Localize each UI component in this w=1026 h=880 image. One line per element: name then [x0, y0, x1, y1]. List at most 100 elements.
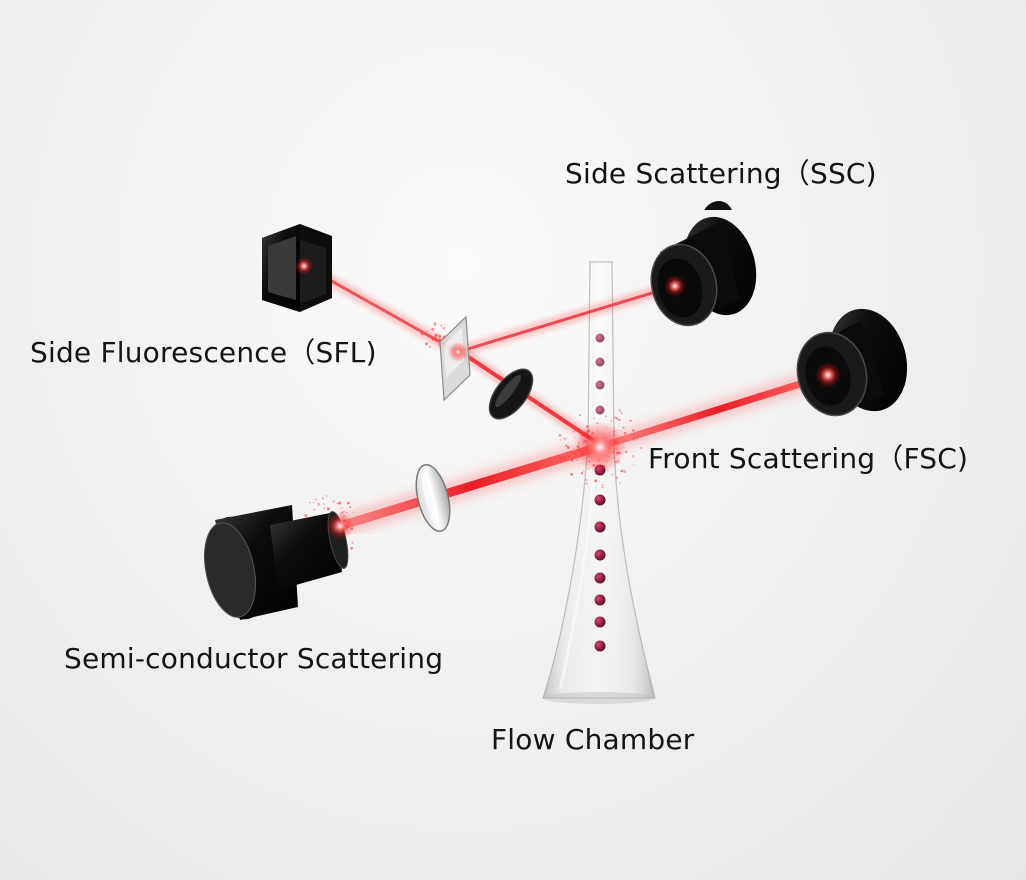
scatter-particle	[618, 482, 621, 485]
scatter-particle	[570, 458, 574, 462]
scatter-particle	[559, 439, 562, 441]
scatter-particle	[620, 470, 623, 473]
scatter-particle	[431, 327, 435, 331]
scatter-particle	[579, 414, 581, 417]
cell	[594, 549, 606, 561]
scatter-particle	[353, 511, 355, 513]
scatter-particle	[620, 429, 622, 432]
scatter-particle	[435, 333, 438, 337]
cell	[594, 521, 606, 533]
scatter-particle	[313, 508, 315, 511]
cell	[594, 494, 606, 506]
focusing-lens	[415, 464, 451, 532]
intersection-flare	[574, 421, 626, 473]
scatter-particle	[626, 439, 629, 442]
scatter-particle	[562, 456, 565, 459]
cell	[594, 594, 606, 606]
scatter-particle	[629, 419, 632, 422]
scatter-particle	[618, 418, 621, 421]
beam-splitter	[439, 315, 471, 402]
laser-beams	[309, 264, 835, 537]
scatter-particle	[438, 333, 442, 337]
scatter-particle	[594, 473, 597, 475]
scatter-particle	[343, 510, 345, 513]
scatter-particle	[426, 330, 429, 333]
scatter-particle	[632, 464, 635, 466]
scatter-particle	[346, 501, 350, 505]
scatter-particle	[443, 324, 446, 326]
scatter-particle	[570, 473, 573, 476]
scatter-particle	[309, 501, 311, 504]
scatter-particle	[623, 431, 627, 435]
scatter-particle	[322, 497, 324, 500]
scatter-particle	[622, 426, 625, 429]
scatter-particle	[610, 419, 613, 422]
scatter-particle	[349, 506, 352, 509]
scatter-particle	[425, 342, 428, 346]
scatter-particle	[631, 454, 635, 458]
scatter-particle	[351, 541, 354, 544]
scatter-particle	[563, 457, 566, 460]
scatter-particle	[438, 335, 441, 338]
scatter-particle	[623, 470, 627, 474]
scatter-particle	[620, 411, 623, 414]
scatter-particle	[585, 478, 588, 482]
scatter-particle	[434, 336, 437, 339]
scatter-particle	[345, 511, 348, 514]
scatter-particle	[332, 500, 335, 503]
scatter-particle	[563, 437, 567, 440]
scatter-particle	[420, 332, 424, 335]
scatter-particle	[438, 338, 441, 341]
scatter-particle	[566, 446, 570, 449]
scatter-particle	[326, 507, 330, 511]
scatter-particle	[636, 438, 639, 441]
label-front-scattering: Front Scattering（FSC)	[648, 442, 969, 475]
scatter-particle	[431, 338, 435, 341]
scatter-particle	[585, 482, 588, 485]
label-semiconductor-scattering: Semi-conductor Scattering	[64, 642, 444, 675]
scatter-particle	[594, 479, 598, 483]
scatter-particle	[559, 456, 562, 459]
scatter-particle	[338, 501, 342, 505]
cell	[595, 380, 605, 390]
label-side-scattering: Side Scattering（SSC)	[565, 157, 877, 190]
scatter-particle	[435, 339, 438, 342]
scatter-particle	[632, 429, 635, 432]
scatter-particle	[317, 502, 321, 506]
scatter-particle	[565, 444, 568, 448]
scatter-particle	[323, 507, 325, 509]
scatter-particle	[323, 503, 325, 505]
scatter-particle	[315, 498, 317, 501]
scatter-particle	[601, 483, 604, 487]
scatter-particle	[640, 446, 643, 450]
cell	[594, 616, 606, 628]
scatter-particle	[574, 436, 576, 439]
cell	[595, 333, 605, 343]
scatter-particle	[587, 486, 590, 488]
scatter-particle	[438, 338, 442, 341]
scatter-particle	[429, 345, 431, 348]
scatter-particle	[570, 459, 573, 462]
scatter-particle	[614, 416, 617, 419]
fsc-detector	[796, 308, 908, 417]
semiconductor-laser-source	[203, 505, 354, 620]
scatter-particle	[350, 546, 354, 550]
scatter-particle	[601, 486, 604, 489]
scatter-particle	[434, 334, 438, 337]
flow-chamber	[542, 261, 656, 704]
scatter-particle	[340, 507, 342, 509]
scatter-particle	[336, 503, 338, 505]
scatter-particle	[304, 514, 308, 518]
scatter-particle	[615, 476, 618, 479]
scatter-particle	[611, 473, 613, 476]
scatter-particle	[567, 456, 570, 458]
label-flow-chamber: Flow Chamber	[491, 723, 695, 756]
ssc-detector	[650, 201, 757, 327]
scatter-particle	[558, 434, 562, 437]
scatter-particle	[442, 336, 444, 339]
scatter-particle	[433, 323, 437, 326]
scatter-particle	[442, 326, 446, 330]
scatter-particle	[595, 486, 597, 488]
scatter-particle	[581, 472, 584, 475]
